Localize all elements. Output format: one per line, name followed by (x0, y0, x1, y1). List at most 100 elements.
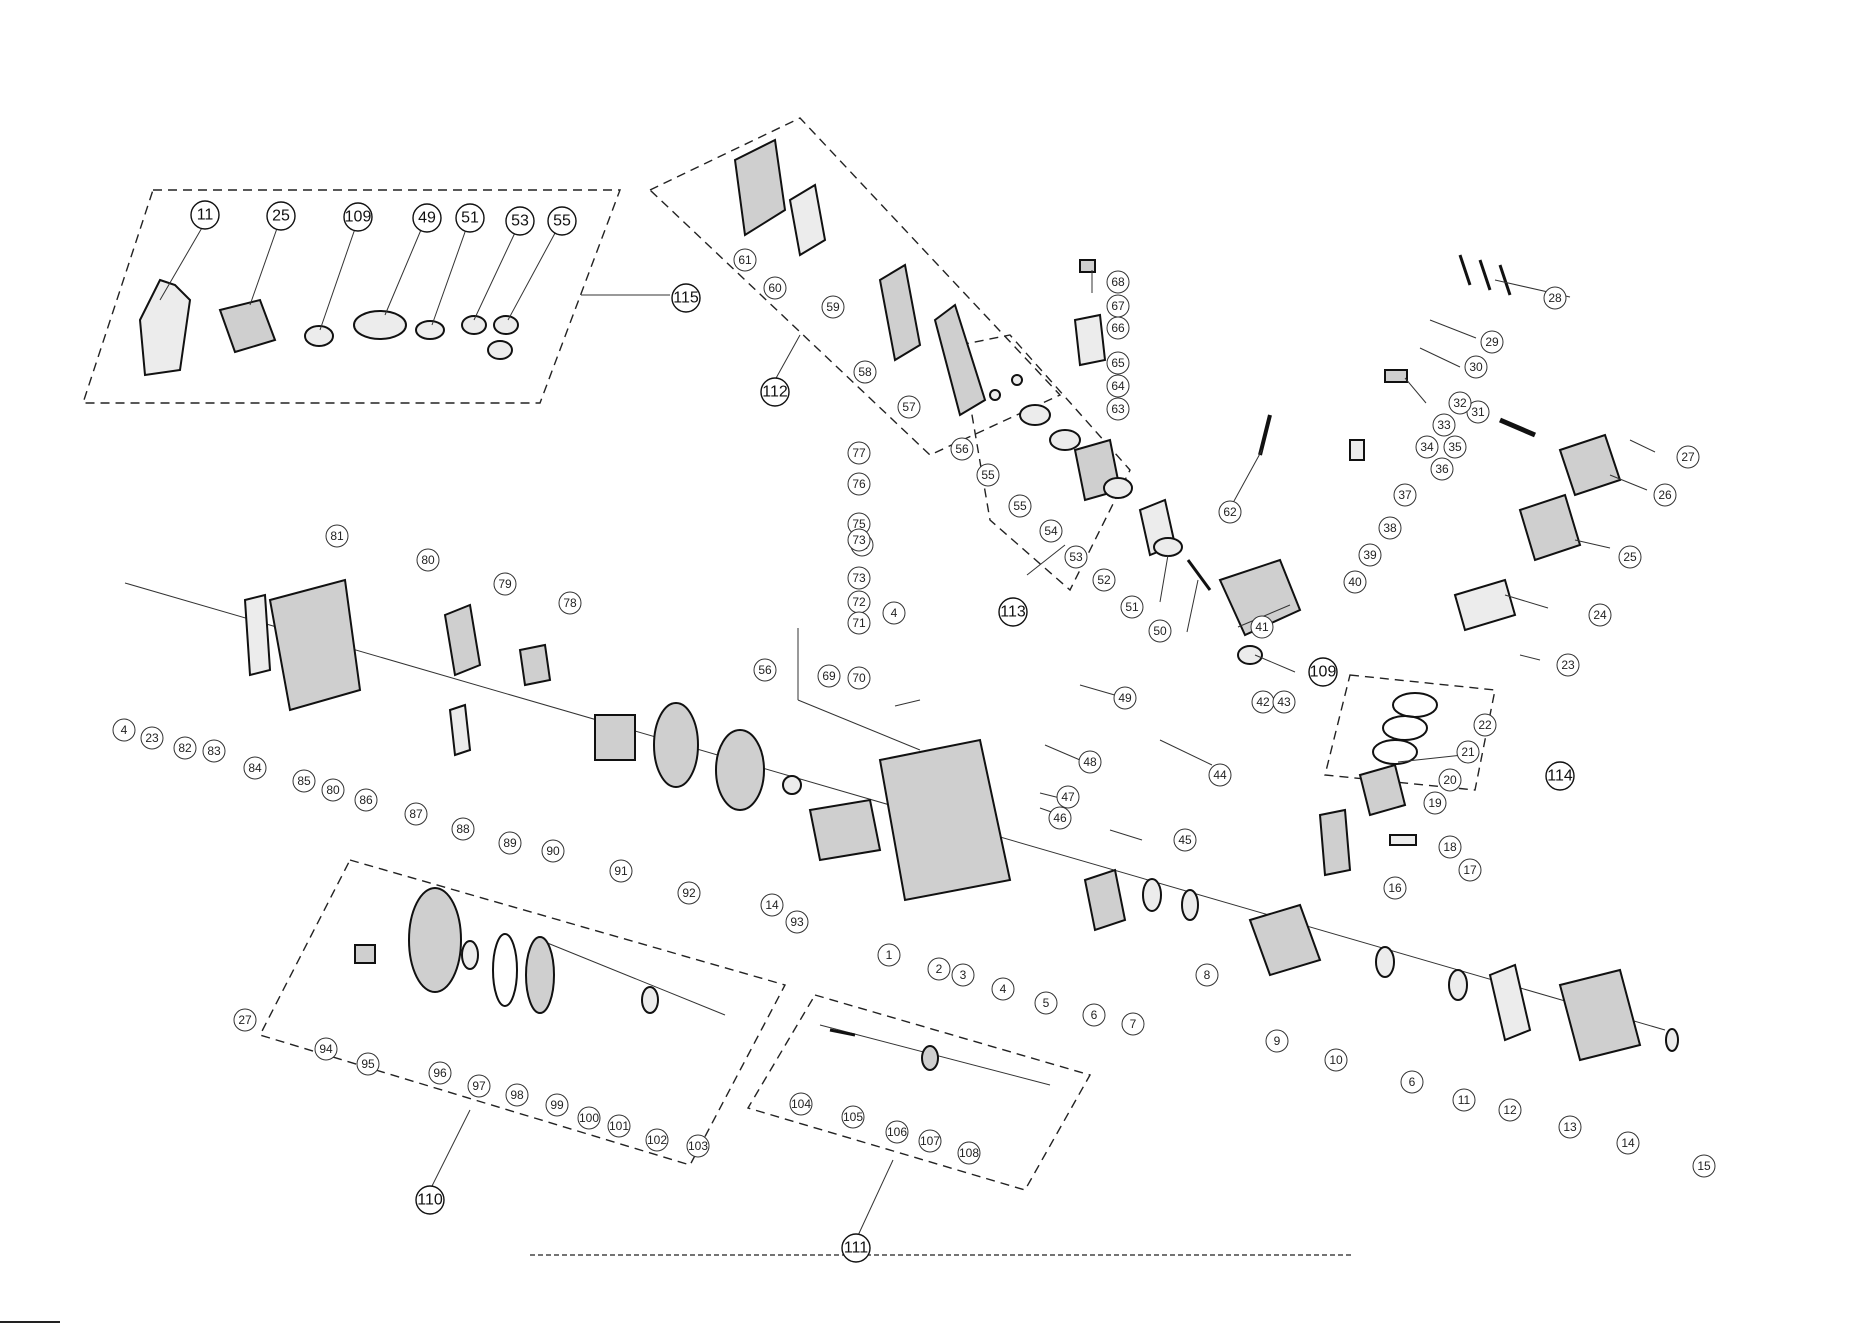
callout-99: 99 (545, 1093, 569, 1117)
callout-circle (821, 295, 845, 319)
callout-105: 105 (841, 1105, 865, 1129)
callout-53a: 53 (505, 206, 535, 236)
callout-number: 91 (614, 864, 628, 878)
callout-circle (1423, 791, 1447, 815)
callout-number: 58 (858, 365, 872, 379)
gasket-55b (487, 340, 513, 360)
callout-circle (785, 910, 809, 934)
callout-circle (1653, 483, 1677, 507)
washer-7 (1181, 889, 1199, 921)
callout-circle (1121, 1012, 1145, 1036)
callout-number: 50 (1153, 624, 1167, 638)
callout-number: 107 (920, 1134, 940, 1148)
callout-circle (760, 377, 790, 407)
callout-number: 19 (1428, 796, 1442, 810)
callout-circle (1106, 374, 1130, 398)
callout-number: 9 (1274, 1034, 1281, 1048)
callout-number: 67 (1111, 299, 1125, 313)
callout-number: 62 (1223, 505, 1237, 519)
callout-46: 46 (1048, 806, 1072, 830)
callout-number: 105 (843, 1110, 863, 1124)
callout-circle (1676, 445, 1700, 469)
callout-number: 28 (1548, 291, 1562, 305)
callout-64: 64 (1106, 374, 1130, 398)
callout-72: 72 (847, 590, 871, 614)
callout-circle (607, 1114, 631, 1138)
air-filter-case-57 (933, 303, 987, 417)
callout-80b: 80 (321, 778, 345, 802)
callout-number: 77 (852, 446, 866, 460)
callout-circle (927, 957, 951, 981)
callout-number: 104 (791, 1097, 811, 1111)
ring-21 (1382, 715, 1428, 741)
callout-circle (817, 664, 841, 688)
callout-94: 94 (314, 1037, 338, 1061)
callout-circle (140, 726, 164, 750)
callout-circle (1343, 570, 1367, 594)
callout-65: 65 (1106, 351, 1130, 375)
callout-106: 106 (885, 1120, 909, 1144)
callout-number: 90 (546, 844, 560, 858)
callout-number: 92 (682, 886, 696, 900)
callout-61: 61 (733, 248, 757, 272)
callout-7: 7 (1121, 1012, 1145, 1036)
callout-circle (1558, 1115, 1582, 1139)
callout-circle (677, 881, 701, 905)
callout-circle (1543, 286, 1567, 310)
callout-107: 107 (918, 1129, 942, 1153)
gasket-55a (493, 315, 519, 335)
callout-number: 14 (1621, 1136, 1635, 1150)
callout-number: 4 (121, 723, 128, 737)
callout-2: 2 (927, 957, 951, 981)
callout-100: 100 (577, 1106, 601, 1130)
fan-housing-84 (268, 578, 362, 712)
callout-40: 40 (1343, 570, 1367, 594)
callout-14b: 14 (1616, 1131, 1640, 1155)
callout-circle (577, 1106, 601, 1130)
callout-32: 32 (1448, 391, 1472, 415)
callout-number: 103 (688, 1139, 708, 1153)
callout-circle (847, 441, 871, 465)
callout-69: 69 (817, 664, 841, 688)
crankcase-1 (878, 738, 1012, 902)
callout-43: 43 (1272, 690, 1296, 714)
callout-number: 68 (1111, 275, 1125, 289)
carburetor-kit-outline (959, 334, 1131, 592)
ring-22 (1392, 692, 1438, 718)
callout-circle (1430, 457, 1454, 481)
cap-68 (1079, 259, 1096, 273)
callout-circle (733, 248, 757, 272)
callout-circle (1324, 1048, 1348, 1072)
callout-number: 87 (409, 807, 423, 821)
callout-circle (1048, 806, 1072, 830)
callout-circle (1618, 545, 1642, 569)
callout-number: 27 (238, 1013, 252, 1027)
callout-number: 71 (852, 616, 866, 630)
callout-circle (1034, 991, 1058, 1015)
callout-3: 3 (951, 963, 975, 987)
callout-71: 71 (847, 611, 871, 635)
callout-circle (412, 203, 442, 233)
air-filter-element-60 (788, 183, 827, 257)
callout-circle (1195, 963, 1219, 987)
callout-number: 75 (852, 517, 866, 531)
callout-67: 67 (1106, 294, 1130, 318)
callout-113: 113 (998, 597, 1028, 627)
callout-circle (1438, 768, 1462, 792)
callout-90: 90 (541, 839, 565, 863)
callout-number: 56 (955, 442, 969, 456)
seal-14b (1665, 1028, 1679, 1052)
callout-number: 13 (1563, 1120, 1577, 1134)
callout-98: 98 (505, 1083, 529, 1107)
callout-73a: 73 (847, 566, 871, 590)
callout-102: 102 (645, 1128, 669, 1152)
callout-number: 26 (1658, 488, 1672, 502)
callout-86: 86 (354, 788, 378, 812)
callout-number: 25 (272, 208, 290, 225)
callout-52: 52 (1092, 568, 1116, 592)
callout-number: 80 (421, 553, 435, 567)
callout-number: 73 (852, 533, 866, 547)
callout-circle (558, 591, 582, 615)
callout-number: 110 (417, 1192, 443, 1209)
reel-98 (525, 936, 555, 1014)
